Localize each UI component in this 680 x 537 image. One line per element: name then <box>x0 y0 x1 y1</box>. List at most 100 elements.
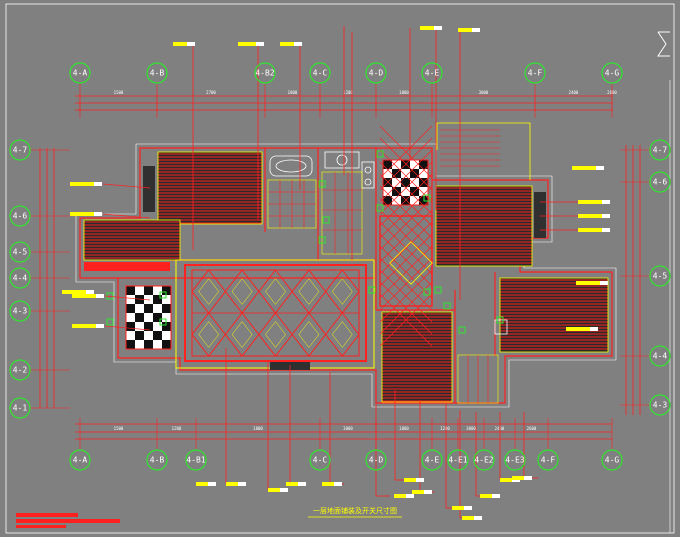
grid-bubble-bottom-4: 4-D <box>365 449 387 471</box>
grid-bubble-top-5: 4-E <box>421 62 443 84</box>
checker-room-upper <box>382 159 429 206</box>
svg-text:4-E3: 4-E3 <box>505 456 524 465</box>
top-dim-2: 1800 <box>288 90 298 95</box>
grid-bubble-bottom-0: 4-A <box>69 449 91 471</box>
wood-floor-rooms <box>83 151 609 403</box>
svg-text:4-2: 4-2 <box>13 366 28 375</box>
top-dim-0: 1500 <box>114 90 124 95</box>
grid-bubble-bottom-6: 4-E1 <box>447 449 469 471</box>
grid-bubble-left-3: 4-4 <box>9 267 31 289</box>
grid-bubble-right-3: 4-4 <box>649 345 671 367</box>
svg-text:4-G: 4-G <box>605 456 620 465</box>
svg-text:4-B: 4-B <box>150 69 165 78</box>
svg-text:4-E2: 4-E2 <box>474 456 493 465</box>
svg-text:4-A: 4-A <box>73 69 88 78</box>
grid-bubble-left-1: 4-6 <box>9 205 31 227</box>
bottom-dim-6: 3000 <box>466 426 476 431</box>
grid-bubble-right-1: 4-6 <box>649 171 671 193</box>
checker-room-left <box>125 285 172 350</box>
grid-bubble-bottom-8: 4-E3 <box>504 449 526 471</box>
svg-text:4-F: 4-F <box>528 69 543 78</box>
svg-text:4-4: 4-4 <box>13 274 28 283</box>
bathroom-fixtures <box>269 151 508 335</box>
top-dim-3: 1200 <box>343 90 353 95</box>
bottom-dim-1: 1200 <box>172 426 182 431</box>
grid-bubble-bottom-5: 4-E <box>421 449 443 471</box>
svg-text:4-3: 4-3 <box>653 401 668 410</box>
drawing-frame <box>5 3 675 534</box>
bathroom-tile-grid <box>267 171 499 404</box>
grid-bubbles-left: 4-7 4-6 4-5 4-4 4-3 4-2 4-1 <box>9 139 31 419</box>
svg-text:4-3: 4-3 <box>13 307 28 316</box>
svg-text:4-E: 4-E <box>425 69 440 78</box>
stair-area <box>436 122 531 180</box>
north-arrow-icon <box>657 31 670 57</box>
grid-bubble-top-7: 4-G <box>601 62 623 84</box>
svg-text:4-B2: 4-B2 <box>255 69 274 78</box>
bottom-dimension-lines <box>75 423 612 440</box>
top-dim-4: 1800 <box>399 90 409 95</box>
svg-text:4-E: 4-E <box>425 456 440 465</box>
top-dim-5: 3000 <box>479 90 489 95</box>
drawing-title: 一层地面铺装及开关尺寸图 <box>313 506 397 515</box>
svg-text:4-C: 4-C <box>313 69 328 78</box>
svg-text:4-6: 4-6 <box>13 212 28 221</box>
svg-text:4-C: 4-C <box>313 456 328 465</box>
svg-text:4-7: 4-7 <box>653 146 668 155</box>
bottom-dim-2: 1800 <box>253 426 263 431</box>
top-dim-1: 2700 <box>206 90 216 95</box>
top-dim-6: 2400 <box>569 90 579 95</box>
svg-text:4-F: 4-F <box>541 456 556 465</box>
svg-text:4-7: 4-7 <box>13 146 28 155</box>
bottom-dim-0: 1500 <box>114 426 124 431</box>
grid-bubble-right-2: 4-5 <box>649 265 671 287</box>
svg-text:4-5: 4-5 <box>13 248 28 257</box>
grid-bubble-bottom-9: 4-F <box>537 449 559 471</box>
svg-text:4-B1: 4-B1 <box>186 456 205 465</box>
grid-bubble-top-1: 4-B <box>146 62 168 84</box>
grid-bubble-bottom-7: 4-E2 <box>473 449 495 471</box>
grid-bubbles-right: 4-7 4-6 4-5 4-4 4-3 <box>649 139 671 416</box>
bottom-dim-8: 2600 <box>527 426 537 431</box>
annotation-tags <box>62 26 610 520</box>
bottom-dim-3: 3000 <box>343 426 353 431</box>
svg-text:4-6: 4-6 <box>653 178 668 187</box>
grid-axis-lines <box>30 84 650 449</box>
title-block: 一层地面铺装及开关尺寸图 <box>16 506 402 528</box>
svg-text:4-B: 4-B <box>150 456 165 465</box>
grid-bubble-top-4: 4-D <box>365 62 387 84</box>
svg-text:4-D: 4-D <box>369 456 384 465</box>
svg-text:4-1: 4-1 <box>13 404 28 413</box>
grid-bubble-bottom-10: 4-G <box>601 449 623 471</box>
grid-bubble-top-2: 4-B2 <box>254 62 276 84</box>
grid-bubble-top-0: 4-A <box>69 62 91 84</box>
grid-bubble-left-2: 4-5 <box>9 241 31 263</box>
grid-bubble-bottom-3: 4-C <box>309 449 331 471</box>
grid-bubble-bottom-1: 4-B <box>146 449 168 471</box>
grid-bubble-left-4: 4-3 <box>9 300 31 322</box>
grid-bubble-right-0: 4-7 <box>649 139 671 161</box>
grid-bubbles-bottom: 4-A 4-B 4-B1 4-C 4-D 4-E 4-E1 4-E2 4-E3 4-F 4-G <box>69 449 623 471</box>
annotation-leader-lines <box>102 26 578 519</box>
grid-bubble-left-6: 4-1 <box>9 397 31 419</box>
bottom-dim-4: 1800 <box>399 426 409 431</box>
svg-text:4-D: 4-D <box>369 69 384 78</box>
grid-bubble-left-5: 4-2 <box>9 359 31 381</box>
svg-text:4-G: 4-G <box>605 69 620 78</box>
central-hall-pattern <box>175 259 375 369</box>
grid-bubble-bottom-2: 4-B1 <box>185 449 207 471</box>
bottom-dim-5: 1200 <box>440 426 450 431</box>
svg-text:4-E1: 4-E1 <box>448 456 467 465</box>
top-dimension-lines <box>75 95 612 111</box>
stair-steps <box>440 129 500 167</box>
foyer-diagonal-tiles <box>379 125 433 347</box>
svg-text:4-4: 4-4 <box>653 352 668 361</box>
grid-bubble-left-0: 4-7 <box>9 139 31 161</box>
svg-text:4-A: 4-A <box>73 456 88 465</box>
right-dimension-lines <box>625 145 641 415</box>
svg-text:4-5: 4-5 <box>653 272 668 281</box>
